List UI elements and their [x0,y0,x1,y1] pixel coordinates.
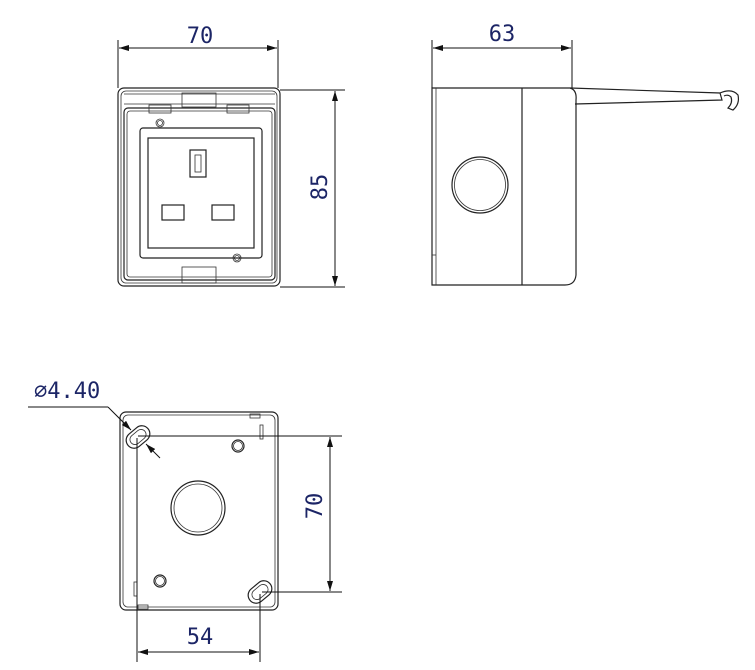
side-view [431,87,740,286]
hole-diameter-label: ∅4.40 [34,379,100,404]
dimension-depth: 63 [431,22,573,88]
depth-dimension-label: 63 [489,22,516,47]
mounting-hole-bottom-right [247,580,273,604]
dimension-vertical-spacing: 70 [138,435,342,593]
dimension-width: 70 [117,24,279,88]
front-view [117,87,281,287]
dimension-height: 85 [280,89,345,288]
vertical-spacing-label: 70 [303,493,328,520]
mounting-hole-top-left [125,425,151,449]
socket-plate [139,127,263,259]
dimension-horizontal-spacing: 54 [136,438,261,662]
back-view [119,411,279,611]
horizontal-spacing-label: 54 [187,625,214,650]
width-dimension-label: 70 [187,24,214,49]
height-dimension-label: 85 [308,174,333,201]
dimension-hole-diameter: ∅4.40 [28,379,161,459]
